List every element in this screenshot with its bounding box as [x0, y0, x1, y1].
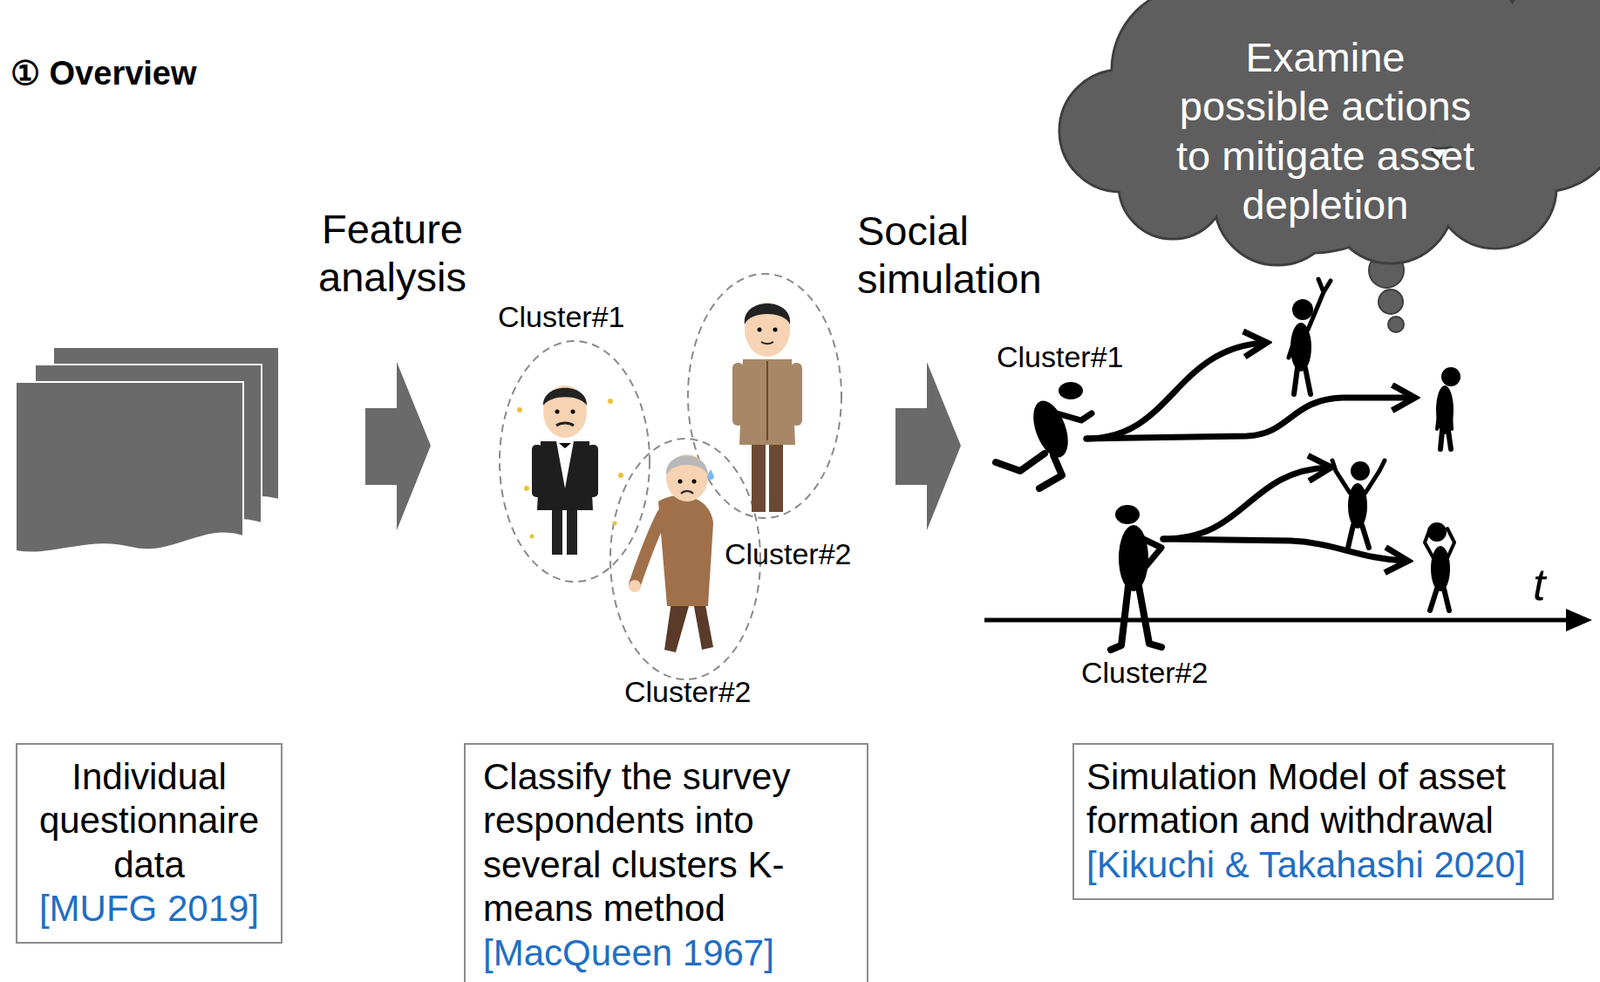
node-text: Classify the survey respondents into sev…: [483, 755, 832, 932]
title: ① Overview: [10, 54, 198, 93]
cluster-label: Cluster#2: [624, 674, 752, 710]
citation: [Kikuchi & Takahashi 2020]: [1086, 843, 1540, 887]
node-text: Simulation Model of asset formation and …: [1086, 755, 1540, 844]
document-stack: [15, 347, 280, 553]
stage-arrow: [365, 361, 431, 531]
cluster-label: Cluster#1: [996, 340, 1124, 375]
thought-cloud: Examine possible actions to mitigate ass…: [1050, 0, 1600, 249]
process-box: Simulation Model of asset formation and …: [1072, 742, 1554, 900]
node-text: Individual questionnaire data: [29, 755, 269, 887]
axis-label: t: [1532, 558, 1546, 612]
stage-label: Feature analysis: [305, 205, 480, 302]
time-axis: [984, 608, 1593, 632]
cluster-outline: [499, 273, 842, 680]
stage-arrow: [895, 361, 961, 531]
process-box: Classify the survey respondents into sev…: [463, 742, 869, 982]
ordinary-person: [732, 302, 803, 512]
node-text: Examine possible actions to mitigate ass…: [1171, 33, 1481, 231]
process-box: Individual questionnaire data[MUFG 2019]: [15, 742, 283, 944]
cluster-label: Cluster#1: [497, 299, 626, 335]
cluster-label: Cluster#2: [1081, 655, 1209, 691]
citation: [MacQueen 1967]: [483, 931, 832, 975]
wealthy-person: [517, 385, 624, 555]
stage-label: Social simulation: [857, 207, 1056, 304]
cluster-label: Cluster#2: [724, 537, 852, 572]
thought-bubble: [1368, 252, 1404, 333]
stick-figure: [995, 279, 1461, 650]
elderly-person: [628, 454, 715, 653]
citation: [MUFG 2019]: [29, 886, 269, 931]
